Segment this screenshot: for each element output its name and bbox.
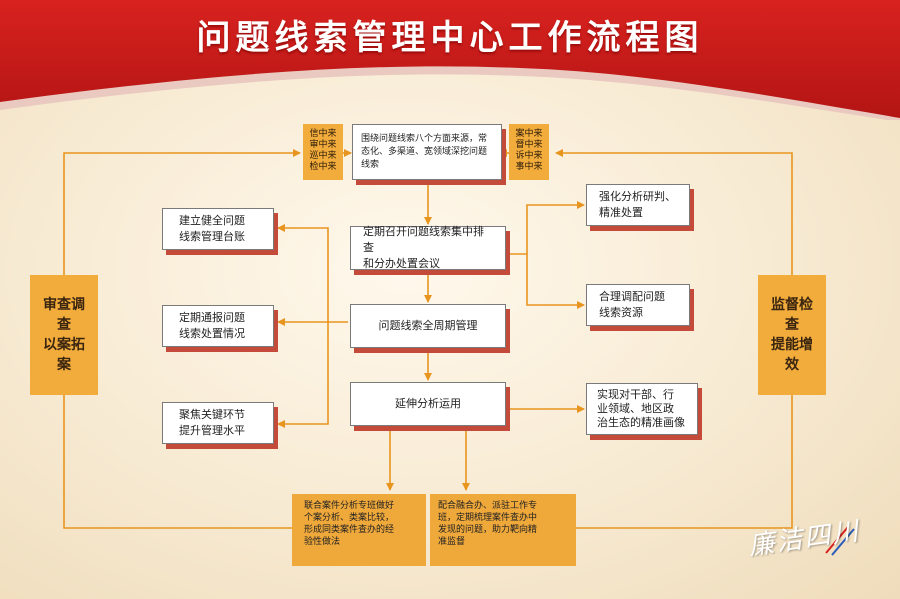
- box-line: 治生态的精准画像: [597, 416, 685, 429]
- connector-lifecycle-left: [277, 224, 348, 323]
- box-line: 聚焦关键环节: [179, 408, 245, 421]
- side-line: 以案拓案: [43, 337, 85, 373]
- step-line: 定期召开问题线索集中排查: [363, 225, 484, 254]
- box-line: 验性做法: [304, 537, 341, 547]
- sources-line: 态化、多渠道、宽领域深挖问题: [361, 146, 488, 157]
- connector-meeting-allocate: [526, 254, 585, 309]
- joint-case-box: 联合案件分析专班做好 个案分析、类案比较， 形成同类案件查办的经 验性做法: [292, 494, 426, 566]
- step-lifecycle-box: 问题线索全周期管理: [350, 304, 506, 348]
- logo-mark: [825, 526, 855, 556]
- coordinate-box: 配合融合办、派驻工作专 班，定期梳理案件查办中 发现的问题，助力靶向精 准监督: [430, 494, 576, 566]
- step-line: 和分办处置会议: [363, 257, 440, 270]
- box-line: 合理调配问题: [599, 290, 665, 303]
- box-line: 提升管理水平: [179, 424, 245, 437]
- report-box: 定期通报问题 线索处置情况: [162, 305, 274, 347]
- step-meeting-box: 定期召开问题线索集中排查 和分办处置会议: [350, 225, 506, 270]
- focus-box: 聚焦关键环节 提升管理水平: [162, 402, 274, 444]
- box-line: 联合案件分析专班做好: [304, 501, 395, 511]
- box-line: 发现的问题，助力靶向精: [438, 525, 538, 535]
- ledger-box: 建立健全问题 线索管理台账: [162, 208, 274, 250]
- connector-meeting-right: [506, 201, 585, 255]
- sources-line: 围绕问题线索八个方面来源，常: [361, 133, 488, 144]
- loop-right-upper: [555, 149, 793, 275]
- box-line: 准监督: [438, 537, 466, 547]
- step-line: 延伸分析运用: [395, 397, 461, 410]
- box-line: 建立健全问题: [179, 214, 245, 227]
- box-line: 实现对干部、行: [597, 388, 674, 401]
- box-line: 个案分析、类案比较，: [304, 513, 395, 523]
- tag-line: 诉中来: [515, 151, 543, 161]
- step-line: 问题线索全周期管理: [378, 319, 478, 332]
- loop-left-lower: [63, 395, 292, 529]
- side-line: 提能增效: [771, 337, 813, 373]
- tag-line: 信中来: [309, 129, 337, 139]
- analyze-box: 强化分析研判、 精准处置: [586, 184, 690, 226]
- box-line: 班，定期梳理案件查办中: [438, 513, 538, 523]
- tag-line: 案中来: [515, 129, 543, 139]
- tag-line: 督中来: [515, 140, 543, 150]
- box-line: 业领域、地区政: [597, 402, 674, 415]
- step-extend-box: 延伸分析运用: [350, 382, 506, 426]
- allocate-box: 合理调配问题 线索资源: [586, 284, 690, 326]
- portrait-box: 实现对干部、行 业领域、地区政 治生态的精准画像: [586, 383, 698, 435]
- sources-line: 线索: [361, 159, 380, 170]
- connector-left-focus: [277, 322, 329, 428]
- box-line: 线索管理台账: [179, 230, 245, 243]
- tag-line: 事中来: [515, 162, 543, 172]
- box-line: 配合融合办、派驻工作专: [438, 501, 538, 511]
- side-label-left: 审查调查 以案拓案: [30, 275, 98, 395]
- box-line: 线索资源: [599, 306, 643, 319]
- loop-right-lower: [576, 395, 793, 529]
- source-tag-right: 案中来 督中来 诉中来 事中来: [509, 124, 549, 180]
- source-tag-left: 信中来 审中来 巡中来 检中来: [303, 124, 343, 180]
- box-line: 强化分析研判、: [599, 190, 676, 203]
- loop-left-upper: [63, 149, 301, 275]
- box-line: 精准处置: [599, 206, 643, 219]
- side-line: 审查调查: [43, 297, 85, 333]
- box-line: 定期通报问题: [179, 311, 245, 324]
- box-line: 线索处置情况: [179, 327, 245, 340]
- tag-line: 检中来: [309, 162, 337, 172]
- box-line: 形成同类案件查办的经: [304, 525, 395, 535]
- header-band: [0, 0, 900, 120]
- tag-line: 巡中来: [309, 151, 337, 161]
- page-title: 问题线索管理中心工作流程图: [196, 18, 704, 58]
- tag-line: 审中来: [309, 140, 337, 150]
- side-line: 监督检查: [771, 297, 813, 333]
- sources-box: 围绕问题线索八个方面来源，常 态化、多渠道、宽领域深挖问题 线索: [352, 124, 502, 180]
- side-label-right: 监督检查 提能增效: [758, 275, 826, 395]
